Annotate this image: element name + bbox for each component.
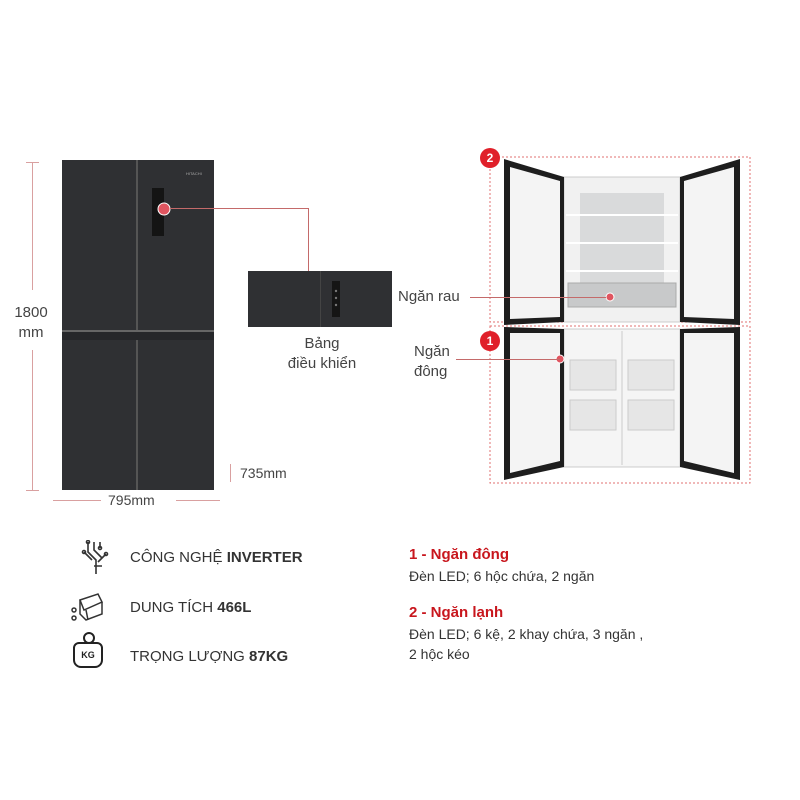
feature-label: TRỌNG LƯỢNG [130, 648, 250, 665]
feature-capacity: DUNG TÍCH 466L [130, 599, 251, 616]
height-dimension-cap [26, 490, 39, 491]
open-fridge-image [489, 156, 751, 484]
height-label: 1800 mm [10, 303, 52, 343]
height-dimension-line-bottom [32, 350, 33, 490]
height-dimension-line-top [32, 162, 33, 290]
svg-text:HITACHI: HITACHI [186, 171, 202, 176]
feature-weight: TRỌNG LƯỢNG 87KG [130, 648, 288, 665]
fridge-compartment-badge: 2 [480, 148, 500, 168]
feature-value: 87KG [249, 648, 289, 665]
width-label: 795mm [108, 492, 155, 508]
label-line: Ngăn [414, 343, 450, 360]
control-panel-closeup [248, 271, 392, 327]
callout-line [456, 359, 560, 360]
callout-line [170, 208, 308, 209]
depth-label: 735mm [240, 465, 287, 481]
depth-dimension-line [230, 464, 231, 482]
weight-kg-icon: KG [72, 632, 104, 668]
fridge-section-desc: Đèn LED; 6 kệ, 2 khay chứa, 3 ngăn , [409, 626, 644, 642]
feature-value: 466L [217, 599, 252, 616]
label-line: điều khiển [287, 355, 357, 372]
feature-label: DUNG TÍCH [130, 599, 218, 616]
freezer-label: Ngăn đông [414, 342, 450, 382]
fridge-section-desc-line2: 2 hộc kéo [409, 646, 470, 662]
width-dimension-line-left [53, 500, 101, 501]
closed-fridge-image: HITACHI [62, 160, 214, 490]
freezer-section-desc: Đèn LED; 6 hộc chứa, 2 ngăn [409, 568, 595, 584]
width-dimension-line-right [176, 500, 220, 501]
capacity-icon [71, 593, 104, 621]
weight-icon-text: KG [73, 642, 103, 668]
freezer-section-title: 1 - Ngăn đông [409, 546, 509, 563]
label-line: Bảng [304, 335, 340, 352]
callout-line [308, 208, 309, 271]
control-panel-label: Bảng điều khiển [270, 334, 374, 374]
feature-inverter: CÔNG NGHỆ INVERTER [130, 549, 303, 566]
height-dimension-cap [26, 162, 39, 163]
height-value: 1800 [14, 304, 48, 321]
fridge-section-title: 2 - Ngăn lạnh [409, 604, 504, 621]
label-line: đông [414, 363, 448, 380]
freezer-compartment-badge: 1 [480, 331, 500, 351]
feature-label: CÔNG NGHỆ [130, 549, 227, 566]
callout-line [470, 297, 606, 298]
feature-value: INVERTER [226, 549, 303, 566]
vegetable-drawer-label: Ngăn rau [398, 288, 460, 305]
height-unit: mm [18, 324, 44, 341]
inverter-circuit-icon [81, 540, 109, 574]
